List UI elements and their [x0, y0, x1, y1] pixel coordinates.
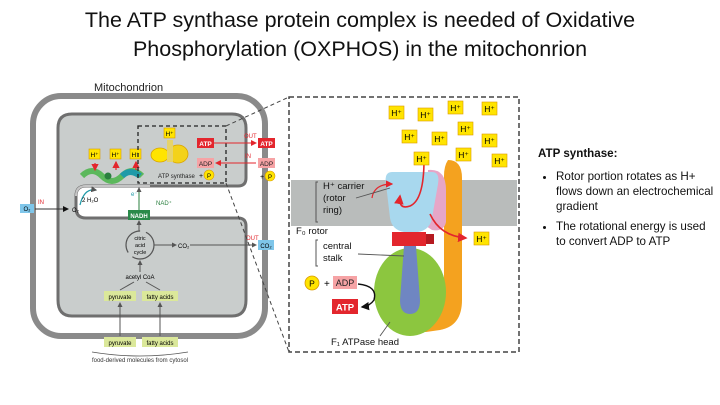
zoom-plus: +: [324, 279, 330, 290]
zoom-hplus-3: H⁺: [450, 103, 461, 113]
zoom-hplus-9: H⁺: [416, 154, 427, 164]
stator-arm: [414, 160, 462, 332]
left-nad-plus: NAD⁺: [156, 200, 172, 207]
left-water: 2 H₂O: [82, 198, 99, 204]
svg-text:acid: acid: [135, 243, 145, 249]
zoom-hplus-10: H⁺: [458, 150, 469, 160]
left-o2-inner: O₂: [72, 208, 80, 214]
left-food-caption: food-derived molecules from cytosol: [92, 358, 188, 364]
f0-rotor-label: F₀ rotor: [296, 226, 328, 237]
central-stalk-label-1: central: [323, 241, 352, 252]
left-acetyl-coa: acetyl CoA: [125, 275, 154, 281]
zoom-atp: ATP: [336, 303, 355, 314]
left-hplus-1: H⁺: [90, 152, 99, 159]
zoom-connector-top: [225, 96, 290, 127]
left-p-outer: P: [268, 175, 272, 181]
zoom-hplus-2: H⁺: [420, 110, 431, 120]
mitochondrion-label: Mitochondrion: [94, 82, 163, 94]
hplus-carrier-label-3: ring): [323, 205, 342, 216]
note-item: Rotor portion rotates as H+ flows down a…: [556, 169, 718, 214]
left-hplus-3: H⁺: [131, 152, 140, 159]
note-item: The rotational energy is used to convert…: [556, 219, 718, 249]
atp-synthase-label: ATP synthase: [158, 174, 195, 180]
left-pyruvate-inner: pyruvate: [108, 295, 132, 301]
zoom-hplus-1: H⁺: [391, 108, 402, 118]
f1-head-label: F₁ ATPase head: [331, 337, 399, 348]
left-fatty-acids-outer: fatty acids: [146, 341, 173, 347]
zoom-hplus-8: H⁺: [484, 136, 495, 146]
left-electron: e⁻: [131, 192, 138, 198]
hplus-carrier-label-2: (rotor: [323, 193, 346, 204]
title-line-2: Phosphorylation (OXPHOS) in the mitochon…: [132, 37, 588, 61]
left-in-label-2: IN: [38, 200, 44, 206]
left-citric-label: citric: [134, 236, 146, 242]
left-atp-outer: ATP: [260, 141, 273, 148]
left-hplus-group: H⁺ H⁺ H⁺ H⁺: [88, 127, 176, 172]
left-hplus-2: H⁺: [111, 152, 120, 159]
left-fatty-acids-inner: fatty acids: [146, 295, 173, 301]
rotor-ring: [385, 172, 439, 232]
zoom-hplus-11: H⁺: [494, 156, 505, 166]
notes-list: Rotor portion rotates as H+ flows down a…: [538, 169, 718, 249]
left-nadh: NADH: [130, 214, 147, 220]
zoom-hplus-7: H⁺: [434, 134, 445, 144]
left-plus-outer: +: [260, 174, 264, 181]
left-o2-outer: O₂: [24, 207, 32, 213]
central-stalk-label-2: stalk: [323, 253, 343, 264]
left-co2-inner: CO₂: [178, 244, 190, 250]
left-adp-inner: ADP: [199, 161, 212, 168]
slide-title: The ATP synthase protein complex is need…: [0, 6, 720, 64]
zoom-source-box: [137, 125, 227, 184]
left-pyruvate-outer: pyruvate: [108, 341, 132, 347]
zoom-hplus-12: H⁺: [476, 234, 487, 244]
atp-synthase-small: ATP synthase: [150, 140, 195, 180]
zoom-hplus-4: H⁺: [484, 104, 495, 114]
left-co2-outer: CO₂: [260, 244, 272, 250]
notes-heading: ATP synthase:: [538, 147, 618, 160]
left-in-label-1: IN: [245, 154, 251, 160]
atp-synthase-zoom: H⁺ H⁺ H⁺ H⁺ H⁺ H⁺ H⁺ H⁺ H⁺ H⁺ H⁺ H⁺ H⁺ c…: [288, 96, 520, 353]
left-atp-inner: ATP: [199, 141, 212, 148]
zoom-p: P: [309, 279, 315, 289]
left-p-inner: P: [207, 174, 211, 180]
left-out-label-1: OUT: [244, 134, 257, 140]
zoom-hplus-group: H⁺ H⁺ H⁺ H⁺ H⁺ H⁺ H⁺ H⁺ H⁺ H⁺ H⁺ H⁺: [388, 100, 508, 246]
central-stalk: [400, 246, 420, 314]
zoom-connector-bottom: [225, 182, 290, 353]
mitochondrion-diagram: Mitochondrion H⁺ H⁺ H⁺ H⁺: [20, 82, 276, 364]
hplus-carrier-label-1: H⁺ carrier: [323, 181, 364, 192]
zoom-hplus-5: H⁺: [404, 132, 415, 142]
title-line-1: The ATP synthase protein complex is need…: [84, 8, 636, 32]
left-out-label-2: OUT: [246, 236, 259, 242]
zoom-hplus-6: H⁺: [460, 124, 471, 134]
left-hplus-4: H⁺: [165, 131, 174, 138]
left-plus-inner: +: [199, 173, 203, 180]
left-adp-outer: ADP: [260, 161, 273, 168]
svg-text:cycle: cycle: [134, 250, 147, 256]
central-stalk-disc: [392, 232, 426, 246]
atp-synthase-notes: ATP synthase: Rotor portion rotates as H…: [538, 146, 718, 254]
zoom-adp: ADP: [336, 278, 355, 288]
